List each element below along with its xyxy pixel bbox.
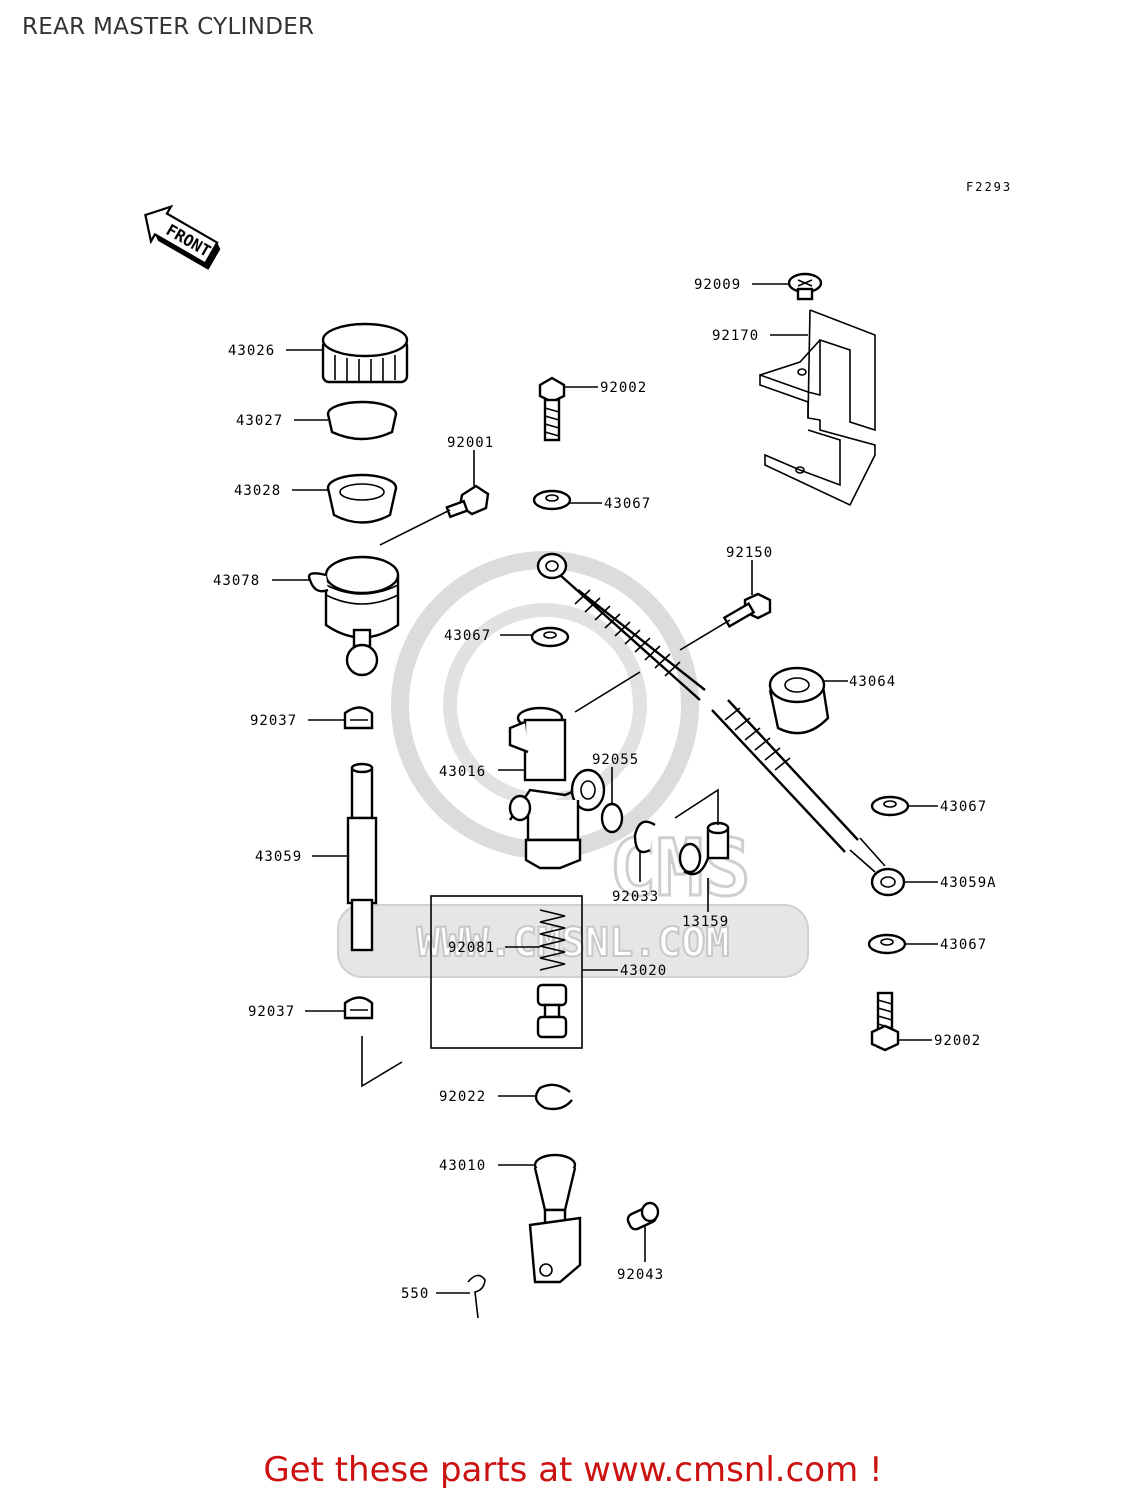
- washer-hole: [545, 494, 559, 502]
- diaphragm-icon: [326, 473, 398, 524]
- washer-icon: [530, 626, 570, 648]
- part-label-92002: 92002: [600, 380, 647, 396]
- hose-clamp-icon: [343, 706, 374, 730]
- cotter-pin-icon: [467, 1274, 486, 1319]
- front-arrow-icon: FRONT: [144, 204, 221, 270]
- banjo-bolt-icon: [538, 376, 566, 442]
- part-label-43026: 43026: [228, 343, 275, 359]
- washer-hole: [880, 938, 894, 946]
- part-label-43059a: 43059A: [940, 875, 997, 891]
- washer-icon: [870, 795, 910, 817]
- figure-code: F2293: [966, 180, 1012, 194]
- part-label-550: 550: [401, 1286, 429, 1302]
- hose-clamp-icon: [343, 996, 374, 1020]
- master-cylinder-icon: [508, 706, 606, 870]
- bracket-icon: [759, 309, 876, 507]
- part-label-43067: 43067: [604, 496, 651, 512]
- page-title: REAR MASTER CYLINDER: [22, 14, 315, 40]
- part-label-43027: 43027: [236, 413, 283, 429]
- washer-hole: [883, 800, 897, 808]
- leader-line: [674, 788, 719, 825]
- reservoir-icon: [307, 555, 400, 677]
- spring-icon: [539, 909, 566, 971]
- screw-icon: [787, 272, 823, 301]
- part-label-43067: 43067: [940, 937, 987, 953]
- part-label-43028: 43028: [234, 483, 281, 499]
- part-label-92081: 92081: [448, 940, 495, 956]
- get-parts-link[interactable]: Get these parts at www.cmsnl.com !: [263, 1450, 883, 1490]
- reservoir-cap-icon: [321, 322, 409, 384]
- part-label-43020: 43020: [620, 963, 667, 979]
- part-label-92033: 92033: [612, 889, 659, 905]
- watermark: WWW.CMSNL.COM CMS: [337, 551, 809, 978]
- washer-hole: [543, 631, 557, 639]
- part-label-92043: 92043: [617, 1267, 664, 1283]
- banjo-bolt-icon: [870, 991, 900, 1052]
- o-ring-icon: [600, 802, 624, 834]
- part-label-43078: 43078: [213, 573, 260, 589]
- snap-ring-icon: [534, 1083, 573, 1111]
- washer-icon: [867, 933, 907, 955]
- part-label-92037: 92037: [248, 1004, 295, 1020]
- piston-icon: [536, 983, 568, 1039]
- watermark-logo-text: CMS: [610, 824, 751, 914]
- hose-bolt-icon: [722, 592, 772, 628]
- clevis-pin-icon: [626, 1201, 660, 1231]
- part-label-92001: 92001: [447, 435, 494, 451]
- part-label-43010: 43010: [439, 1158, 486, 1174]
- part-label-43016: 43016: [439, 764, 486, 780]
- part-label-92037: 92037: [250, 713, 297, 729]
- part-label-92009: 92009: [694, 277, 741, 293]
- part-label-43059: 43059: [255, 849, 302, 865]
- part-label-43067: 43067: [444, 628, 491, 644]
- part-label-92150: 92150: [726, 545, 773, 561]
- brake-hose-icon: [536, 552, 906, 897]
- watermark-band: [337, 904, 809, 978]
- part-label-43067: 43067: [940, 799, 987, 815]
- part-label-92055: 92055: [592, 752, 639, 768]
- part-label-92002: 92002: [934, 1033, 981, 1049]
- reservoir-screw-icon: [445, 484, 490, 519]
- part-label-92022: 92022: [439, 1089, 486, 1105]
- grommet-icon: [768, 666, 830, 735]
- washer-icon: [532, 489, 572, 511]
- piston-kit-box: [430, 895, 583, 1049]
- part-labels: 92009 92170 43026 92002 43027 92001 4302…: [213, 277, 997, 1302]
- part-label-92170: 92170: [712, 328, 759, 344]
- push-rod-assembly-icon: [528, 1153, 582, 1284]
- leader-lines: [272, 283, 938, 1294]
- part-label-13159: 13159: [682, 914, 729, 930]
- part-label-43064: 43064: [849, 674, 896, 690]
- diaphragm-plate-icon: [326, 400, 398, 441]
- push-rod-icon: [346, 762, 378, 952]
- watermark-url: WWW.CMSNL.COM: [416, 920, 729, 966]
- leader-line: [361, 1036, 403, 1088]
- circlip-icon: [633, 820, 656, 854]
